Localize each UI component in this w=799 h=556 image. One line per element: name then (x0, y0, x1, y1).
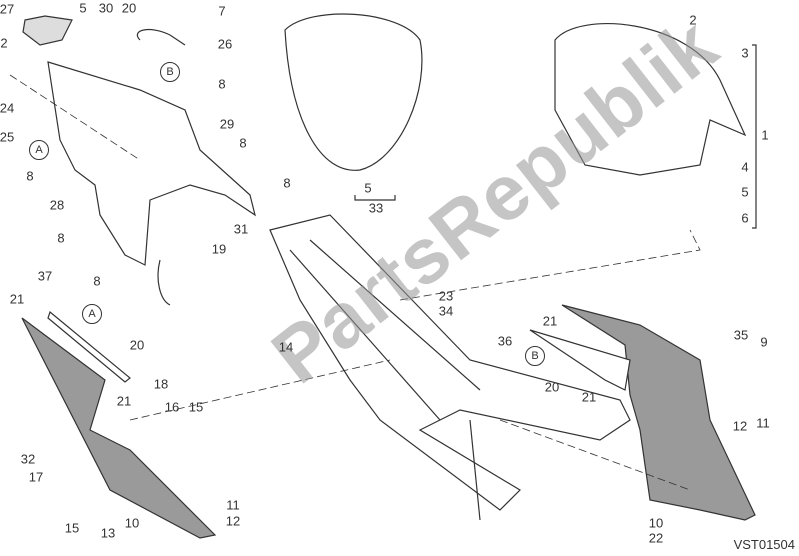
callout-b: B (160, 62, 180, 82)
part-label: 8 (283, 175, 291, 191)
part-label: 8 (57, 230, 65, 246)
part-label: 5 (364, 180, 372, 196)
part-label: 13 (100, 525, 116, 541)
part-label: 1 (761, 127, 769, 143)
part-label: 8 (93, 273, 101, 289)
cable (157, 259, 171, 306)
part-label: 36 (497, 333, 513, 349)
part-label: 21 (116, 393, 132, 409)
part-label: 18 (153, 376, 169, 392)
bracket (752, 44, 757, 229)
part-label: 11 (756, 415, 770, 431)
part-label: 4 (741, 159, 749, 175)
part-label: 31 (233, 221, 249, 237)
part-label: 20 (544, 379, 560, 395)
rider-seat (554, 23, 747, 176)
part-label: 12 (225, 513, 241, 529)
part-label: 37 (37, 268, 53, 284)
part-label: 5 (741, 184, 749, 200)
tail-cover (47, 61, 256, 266)
part-label: 11 (226, 497, 240, 513)
right-side-panel (561, 304, 756, 521)
part-label: 33 (368, 200, 384, 216)
left-side-panel (21, 317, 217, 539)
part-label: 21 (581, 389, 597, 405)
passenger-seat (284, 13, 423, 171)
part-label: 26 (217, 36, 233, 52)
part-label: 23 (438, 288, 454, 304)
part-label: 19 (211, 241, 227, 257)
part-label: 10 (648, 515, 664, 531)
part-label: 8 (239, 135, 247, 151)
subframe-tube (289, 239, 481, 521)
part-label: 34 (438, 303, 454, 319)
part-label: 24 (0, 100, 15, 116)
part-label: 21 (542, 313, 558, 329)
part-label: 29 (219, 116, 235, 132)
part-label: 21 (9, 291, 25, 307)
part-label: 28 (49, 197, 65, 213)
part-label: 8 (218, 76, 226, 92)
part-label: 27 (0, 1, 15, 17)
part-label: 35 (733, 327, 749, 343)
part-label: 16 (164, 399, 180, 415)
part-label: 9 (760, 334, 768, 350)
part-label: 15 (188, 399, 204, 415)
part-label: 20 (129, 337, 145, 353)
callout-a: A (82, 304, 102, 324)
bracket (354, 195, 396, 201)
part-label: 17 (28, 469, 44, 485)
part-label: 15 (64, 520, 80, 536)
callout-b: B (525, 346, 545, 366)
part-label: 8 (26, 168, 34, 184)
part-label: 5 (79, 0, 87, 16)
part-label: 14 (278, 339, 294, 355)
callout-a: A (29, 140, 49, 160)
license-pad (22, 15, 73, 46)
part-label: 3 (741, 45, 749, 61)
left-bracket-37 (47, 310, 131, 383)
part-label: 6 (741, 210, 749, 226)
part-label: 22 (648, 530, 664, 546)
part-label: 25 (0, 129, 15, 145)
part-label: 2 (0, 35, 8, 51)
part-label: 2 (689, 12, 697, 28)
diagram-code: VST01504 (733, 537, 795, 552)
part-label: 12 (732, 418, 748, 434)
right-bracket-36 (529, 329, 631, 391)
part-label: 20 (121, 0, 137, 16)
part-label: 32 (20, 451, 36, 467)
part-label: 10 (124, 515, 140, 531)
part-label: 7 (218, 3, 226, 19)
wiring-loop (136, 28, 186, 46)
part-label: 30 (98, 0, 114, 16)
